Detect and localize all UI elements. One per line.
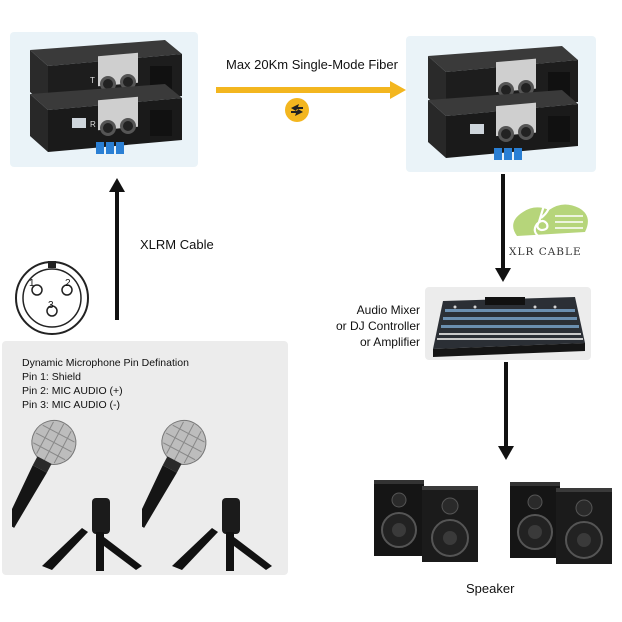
microphone-2 bbox=[142, 419, 272, 571]
pin-number-1: 1 bbox=[29, 278, 35, 289]
receiver-panel bbox=[406, 36, 596, 172]
pin-2-definition: Pin 2: MIC AUDIO (+) bbox=[22, 385, 123, 397]
microphone-panel: Dynamic Microphone Pin Defination Pin 1:… bbox=[2, 341, 288, 575]
fiber-label: Max 20Km Single-Mode Fiber bbox=[226, 57, 398, 72]
microphone-1 bbox=[12, 419, 142, 571]
mixer-label-line2: or DJ Controller bbox=[335, 319, 420, 333]
pin-number-3: 3 bbox=[48, 300, 54, 311]
mixer-panel bbox=[425, 287, 591, 360]
device-mark-t: T bbox=[90, 76, 95, 85]
device-mark-r: R bbox=[90, 120, 96, 129]
mixer-label: Audio Mixer or DJ Controller or Amplifie… bbox=[318, 302, 420, 350]
mixer-to-speaker-arrow bbox=[498, 362, 514, 460]
bidirectional-arrows-icon bbox=[285, 98, 309, 122]
pin-3-definition: Pin 3: MIC AUDIO (-) bbox=[22, 399, 121, 411]
speaker-pair-left bbox=[374, 480, 478, 562]
mixer-label-line1: Audio Mixer bbox=[356, 303, 420, 317]
receiver-to-mixer-arrow bbox=[495, 174, 511, 282]
pin-number-2: 2 bbox=[65, 278, 71, 289]
pin-1-definition: Pin 1: Shield bbox=[22, 371, 81, 383]
xlrm-arrow-up bbox=[109, 178, 125, 320]
speaker-label: Speaker bbox=[466, 581, 515, 596]
fiber-transceiver-receiver bbox=[428, 46, 578, 160]
speaker-pair-right bbox=[510, 482, 612, 564]
audio-mixer bbox=[433, 297, 585, 357]
transmitter-panel: T R bbox=[10, 32, 198, 167]
pinout-title: Dynamic Microphone Pin Defination bbox=[22, 357, 189, 369]
xlrm-cable-label: XLRM Cable bbox=[140, 237, 214, 252]
mixer-label-line3: or Amplifier bbox=[359, 335, 420, 349]
xlr-cable-logo: XLR CABLE bbox=[505, 196, 593, 262]
fiber-transceiver-transmitter bbox=[30, 40, 182, 154]
fiber-arrow bbox=[216, 81, 406, 99]
treble-clef-icon bbox=[513, 198, 588, 239]
xlr-cable-logo-text: XLR CABLE bbox=[509, 246, 582, 258]
xlr-connector-icon bbox=[15, 261, 89, 335]
